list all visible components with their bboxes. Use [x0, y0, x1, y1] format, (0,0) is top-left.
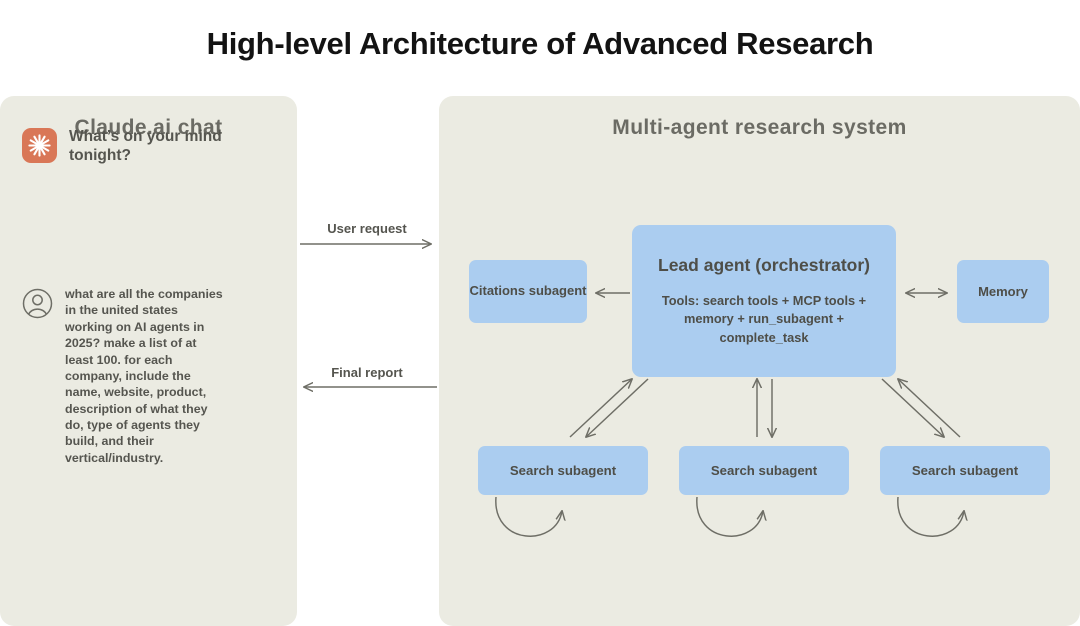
lead-agent-title: Lead agent (orchestrator)	[658, 255, 870, 276]
user-message-row: what are all the companies in the united…	[22, 286, 225, 466]
search-subagent-node[interactable]: Search subagent	[679, 446, 849, 495]
user-message-text: what are all the companies in the united…	[65, 287, 223, 465]
system-panel-title: Multi-agent research system	[612, 116, 907, 139]
search-subagent-node[interactable]: Search subagent	[880, 446, 1050, 495]
claude-greeting-row: What’s on your mind tonight?	[22, 128, 239, 165]
chat-panel-title: Claude.ai chat	[74, 116, 223, 139]
citations-subagent-node[interactable]: Citations subagent	[469, 260, 587, 323]
claude-chat-panel: Claude.ai chat	[0, 96, 297, 626]
page-title: High-level Architecture of Advanced Rese…	[206, 26, 874, 61]
user-request-label: User request	[327, 221, 407, 236]
memory-node[interactable]: Memory	[957, 260, 1049, 323]
greeting-text: What’s on your mind tonight?	[69, 128, 222, 164]
search-subagent-node[interactable]: Search subagent	[478, 446, 648, 495]
lead-agent-node[interactable]: Lead agent (orchestrator) Tools: search …	[632, 225, 896, 377]
claude-starburst-icon	[22, 128, 57, 163]
final-report-label: Final report	[331, 365, 403, 380]
lead-agent-tools: Tools: search tools + MCP tools + memory…	[661, 293, 867, 345]
user-avatar-icon	[22, 288, 53, 324]
